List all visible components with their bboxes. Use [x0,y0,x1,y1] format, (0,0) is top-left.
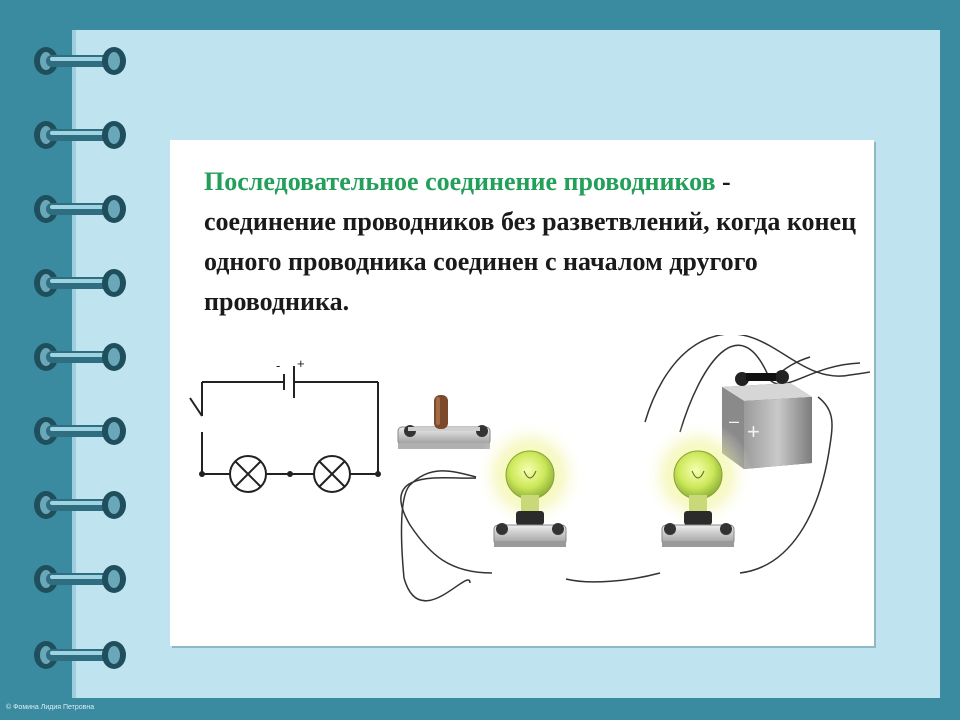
notebook-edge [72,30,76,698]
battery-plus-sign: + [747,419,760,444]
definition-term: Последовательное соединение проводников [204,167,716,196]
definition-body: соединение проводников без разветвлений,… [204,207,857,316]
battery-plus-label: + [297,356,305,371]
lamp-2-icon [643,420,753,547]
battery-minus-sign: – [729,411,739,431]
circuit-illustration: – + [397,335,870,602]
binding-ring-icon [34,269,126,297]
binding-ring-icon [34,121,126,149]
switch-icon [397,395,491,449]
circuit-schematic: - + [189,356,381,493]
binding-ring-icon [34,491,126,519]
wires [400,335,870,602]
lamp-1-icon [475,420,585,547]
binding-ring-icon [34,417,126,445]
definition-dash: - [715,167,731,196]
copyright-text: © Фомина Лидия Петровна [6,704,95,711]
binding-ring-icon [34,641,126,669]
content-card: Последовательное соединение проводников … [170,140,874,646]
definition-text: Последовательное соединение проводников … [204,162,864,322]
battery-minus-label: - [276,358,280,373]
binding-ring-icon [34,565,126,593]
binding-ring-icon [34,47,126,75]
binding-ring-icon [34,195,126,223]
binding-ring-icon [34,343,126,371]
